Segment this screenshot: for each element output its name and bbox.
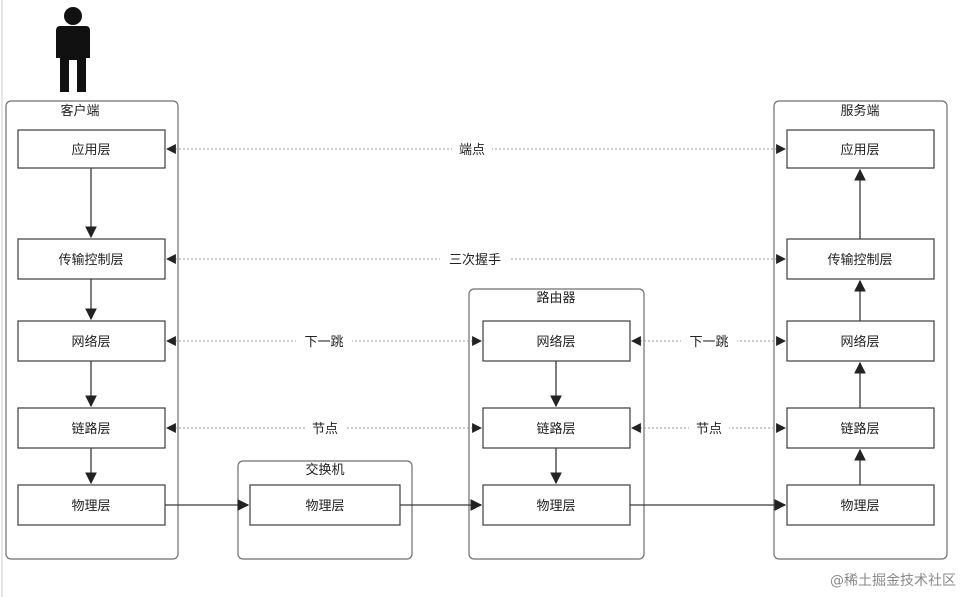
next-hop-label-right: 下一跳 — [689, 335, 728, 350]
node-label-left: 节点 — [312, 422, 338, 437]
server-title: 服务端 — [840, 103, 879, 119]
server-link-label: 链路层 — [840, 421, 879, 437]
client-app-layer: 应用层 — [17, 129, 166, 169]
endpoint-label: 端点 — [459, 143, 485, 158]
person-icon — [56, 7, 90, 92]
router-link-layer: 链路层 — [482, 407, 631, 449]
server-physical-label: 物理层 — [840, 499, 879, 514]
server-physical-layer: 物理层 — [786, 484, 935, 526]
router-physical-label: 物理层 — [536, 499, 575, 514]
switch-physical-layer: 物理层 — [249, 484, 401, 526]
router-network-label: 网络层 — [536, 334, 575, 350]
router-network-layer: 网络层 — [482, 320, 631, 362]
server-transport-layer: 传输控制层 — [786, 238, 935, 280]
client-network-layer: 网络层 — [17, 320, 166, 362]
server-app-label: 应用层 — [840, 142, 879, 158]
server-app-layer: 应用层 — [786, 129, 935, 169]
client-physical-layer: 物理层 — [17, 484, 166, 526]
next-hop-label-left: 下一跳 — [304, 335, 343, 350]
client-transport-layer: 传输控制层 — [17, 238, 166, 280]
server-link-layer: 链路层 — [786, 407, 935, 449]
client-network-label: 网络层 — [71, 334, 110, 350]
server-network-layer: 网络层 — [786, 320, 935, 362]
client-title: 客户端 — [60, 103, 99, 119]
handshake-label: 三次握手 — [449, 252, 501, 268]
switch-title: 交换机 — [305, 462, 344, 478]
client-physical-label: 物理层 — [71, 499, 110, 514]
switch-physical-label: 物理层 — [305, 499, 344, 514]
watermark: @稀土掘金技术社区 — [830, 573, 956, 589]
server-transport-label: 传输控制层 — [827, 252, 892, 268]
client-link-label: 链路层 — [71, 421, 110, 437]
router-link-label: 链路层 — [536, 421, 575, 437]
server-network-label: 网络层 — [840, 334, 879, 350]
client-transport-label: 传输控制层 — [58, 252, 123, 268]
router-title: 路由器 — [536, 290, 575, 306]
node-label-right: 节点 — [696, 422, 722, 437]
client-app-label: 应用层 — [71, 142, 110, 158]
router-physical-layer: 物理层 — [482, 484, 631, 526]
client-link-layer: 链路层 — [17, 407, 166, 449]
